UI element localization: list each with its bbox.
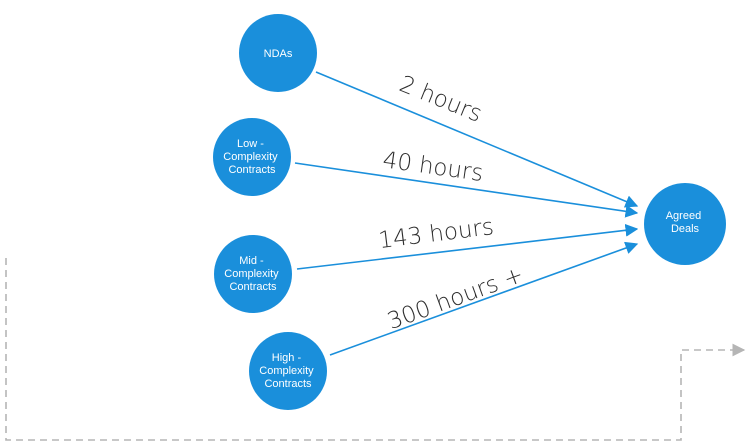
node-agreed-deals: Agreed Deals	[644, 183, 726, 265]
node-ndas-label: NDAs	[264, 48, 293, 60]
node-low-line-2: Complexity	[223, 151, 278, 163]
node-high-complexity-label: High - Complexity Contracts	[259, 352, 316, 390]
node-high-complexity-circle	[249, 332, 327, 410]
node-mid-line-2: Complexity	[224, 268, 279, 280]
node-mid-line-1: Mid -	[239, 255, 264, 267]
node-low-complexity-circle	[213, 118, 291, 196]
node-mid-complexity-label: Mid - Complexity Contracts	[224, 255, 281, 293]
node-low-line-1: Low -	[237, 138, 264, 150]
node-high-line-3: Contracts	[264, 378, 312, 390]
edge-high-to-agreed	[329, 241, 639, 356]
node-mid-complexity: Mid - Complexity Contracts	[214, 235, 292, 313]
edge-mid-to-agreed	[296, 223, 639, 270]
node-mid-line-3: Contracts	[229, 281, 277, 293]
node-agreed-deals-label: Agreed Deals	[666, 210, 705, 235]
node-high-complexity: High - Complexity Contracts	[249, 332, 327, 410]
node-high-line-2: Complexity	[259, 365, 314, 377]
edge-label-low: 40 hours	[381, 147, 485, 187]
node-agreed-line-1: Agreed	[666, 210, 701, 222]
edge-label-ndas: 2 hours	[396, 71, 486, 128]
feedback-dashed-connector	[5, 258, 746, 441]
node-low-complexity: Low - Complexity Contracts	[213, 118, 291, 196]
node-low-line-3: Contracts	[228, 164, 276, 176]
edge-low-to-agreed	[294, 162, 639, 218]
node-mid-complexity-circle	[214, 235, 292, 313]
node-ndas-circle	[239, 14, 317, 92]
node-agreed-deals-circle	[644, 183, 726, 265]
node-low-complexity-label: Low - Complexity Contracts	[223, 138, 280, 176]
node-ndas: NDAs	[239, 14, 317, 92]
node-ndas-line: NDAs	[264, 48, 293, 60]
node-high-line-1: High -	[272, 352, 302, 364]
edge-label-high: 300 hours +	[384, 262, 527, 335]
node-agreed-line-2: Deals	[671, 223, 700, 235]
edge-ndas-to-agreed	[315, 71, 639, 208]
